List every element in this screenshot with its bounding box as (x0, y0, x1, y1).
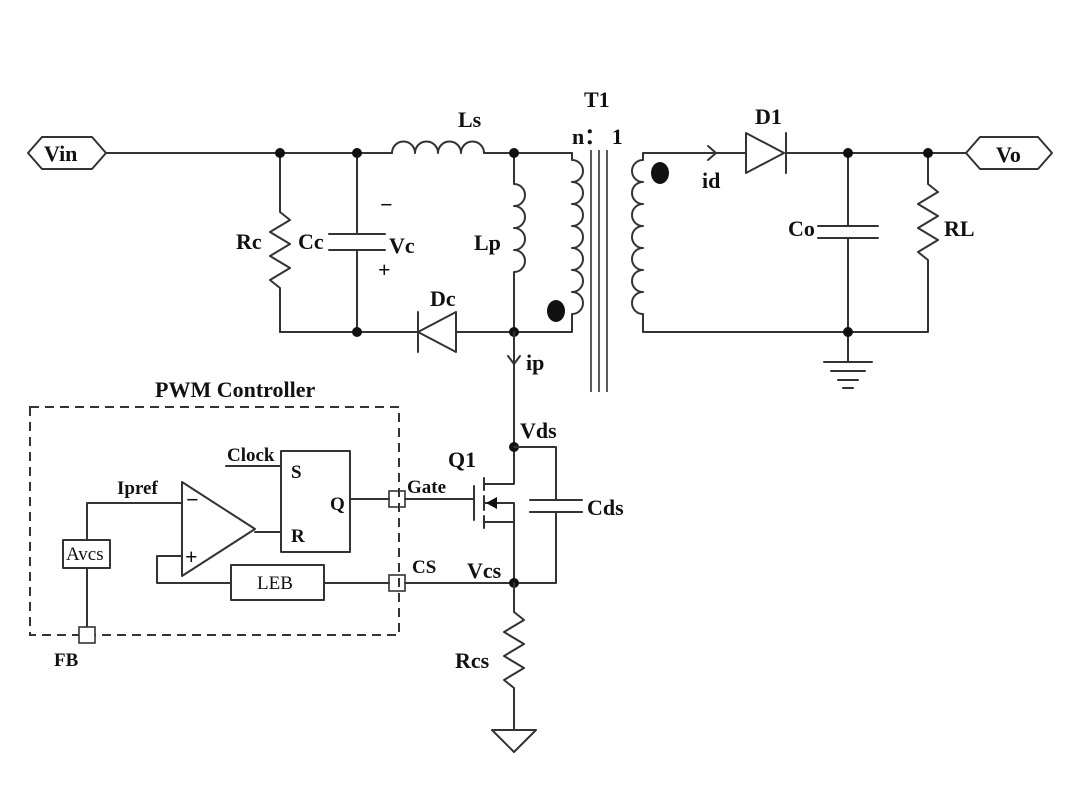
sr-r-label: R (291, 526, 305, 547)
vo-terminal: Vo (965, 136, 1053, 170)
rc-resistor: Rc (236, 152, 291, 333)
pwm-controller-box (29, 406, 400, 636)
id-arrow (707, 145, 717, 161)
vc-label: Vc (389, 233, 415, 258)
junction-dot (843, 148, 853, 158)
junction-dot (509, 148, 519, 158)
secondary-coil (631, 152, 849, 333)
co-capacitor: Co (788, 152, 879, 333)
sr-q-label: Q (330, 494, 345, 515)
id-label: id (702, 168, 720, 193)
q1-label: Q1 (448, 447, 476, 472)
vcs-label: Vcs (467, 558, 502, 583)
primary-coil (513, 152, 584, 333)
co-plates (817, 152, 879, 333)
clock-label: Clock (227, 445, 275, 466)
cc-capacitor: Cc Vc − + (298, 152, 415, 333)
t1-core: T1 n： 1 (572, 87, 623, 392)
ls-inductor: Ls (391, 107, 485, 154)
cds-capacitor: Cds (513, 446, 624, 584)
dc-diode: Dc (417, 286, 457, 353)
ls-coil (391, 140, 485, 154)
secondary-polarity-dot (651, 162, 669, 184)
opamp-minus-sign: − (186, 487, 199, 512)
rcs-zigzag (503, 582, 525, 731)
cc-plates (328, 152, 386, 333)
junction-dot (843, 327, 853, 337)
t1-primary-winding (513, 152, 584, 333)
q1-body-arrow (486, 497, 497, 509)
comparator-opamp: − + (181, 481, 256, 577)
ip-arrow (507, 355, 521, 365)
sr-latch-box (280, 450, 351, 553)
junction-dot (923, 148, 933, 158)
ip-label: ip (526, 350, 544, 375)
rcs-label: Rcs (455, 648, 490, 673)
primary-ground-icon (491, 729, 537, 753)
avcs-label: Avcs (66, 544, 104, 565)
leb-label: LEB (257, 573, 293, 594)
gate-pin (388, 490, 406, 508)
d1-diode: D1 (745, 104, 787, 174)
fb-label: FB (54, 650, 79, 671)
cds-plates (513, 446, 583, 584)
ground-lines (823, 331, 873, 389)
pwm-controller-title: PWM Controller (155, 377, 316, 402)
d1-triangle (745, 132, 785, 174)
ls-label: Ls (458, 107, 482, 132)
vo-terminal-shape (965, 136, 1053, 170)
d1-label: D1 (755, 104, 782, 129)
vc-plus-sign: + (378, 257, 391, 282)
ipref-label: Ipref (117, 478, 158, 499)
primary-polarity-dot (547, 300, 565, 322)
rc-label: Rc (236, 229, 262, 254)
t1-secondary-winding: id (631, 145, 849, 333)
vo-label: Vo (996, 142, 1021, 167)
t1-label: T1 (584, 87, 610, 112)
cc-label: Cc (298, 229, 324, 254)
rl-resistor: RL (847, 152, 975, 333)
junction-dot (352, 327, 362, 337)
lp-label: Lp (474, 230, 501, 255)
plus-input-wire (156, 555, 232, 584)
q1-mosfet: Q1 (448, 447, 515, 584)
turns-ratio-label: n： 1 (572, 124, 623, 149)
opamp-triangle (181, 481, 256, 577)
vin-label: Vin (44, 141, 77, 166)
rl-zigzag (847, 152, 939, 333)
sr-s-label: S (291, 462, 302, 483)
dc-label: Dc (430, 286, 456, 311)
cs-label: CS (412, 557, 436, 578)
junction-dot (275, 148, 285, 158)
rc-zigzag (269, 152, 291, 333)
secondary-ground-icon (823, 331, 873, 389)
vin-terminal: Vin (27, 136, 107, 170)
lp-coil (513, 152, 526, 333)
lp-inductor: Lp (474, 152, 526, 333)
sr-latch: S Q R (280, 450, 351, 553)
dc-triangle (417, 311, 457, 353)
vds-label: Vds (520, 418, 557, 443)
junction-dot (352, 148, 362, 158)
rcs-resistor: Rcs (455, 582, 525, 731)
co-label: Co (788, 216, 815, 241)
cds-label: Cds (587, 495, 624, 520)
ipref-wire (86, 502, 183, 541)
gate-label: Gate (407, 477, 446, 498)
vc-minus-sign: − (380, 192, 393, 217)
cs-pin (388, 574, 406, 592)
rl-label: RL (944, 216, 975, 241)
fb-pin (78, 626, 96, 644)
opamp-plus-sign: + (185, 544, 198, 569)
